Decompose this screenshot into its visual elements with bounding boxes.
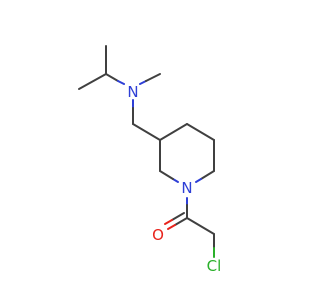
ring-n-c2-bond-c-part [159,170,174,180]
carbonyl-double-bond-1-o-part [167,224,176,230]
ring-c3-c4-bond [159,123,188,141]
ring-c6-n-bond-c-part [200,170,215,180]
isopropyl-methyl-1-bond [78,73,107,90]
chlorine-label: Cl [207,257,222,275]
carbonyl-oxygen-label: O [152,226,164,244]
ring-nitrogen-label: N [181,179,192,197]
carbonyl-double-bond-1-c-part [174,217,188,226]
n-methyl-bond-n-part [139,80,147,85]
carbonyl-double-bond-2-c-part [171,212,185,221]
molecule-structure-diagram: N N O Cl [78,45,222,275]
isopropyl-to-n-bond-n-part [117,80,125,85]
carbonyl-double-bond-2-o-part [164,219,173,225]
amine-nitrogen-label: N [127,83,138,101]
ch2-to-ring-bond [132,123,161,141]
carbonyl-to-ch2-bond [186,217,215,235]
ring-c4-c5-bond [186,123,215,141]
isopropyl-to-n-bond-c-part [105,73,119,82]
ring-c6-n-bond-n-part [195,178,202,183]
n-methyl-bond-c-part [145,73,161,82]
